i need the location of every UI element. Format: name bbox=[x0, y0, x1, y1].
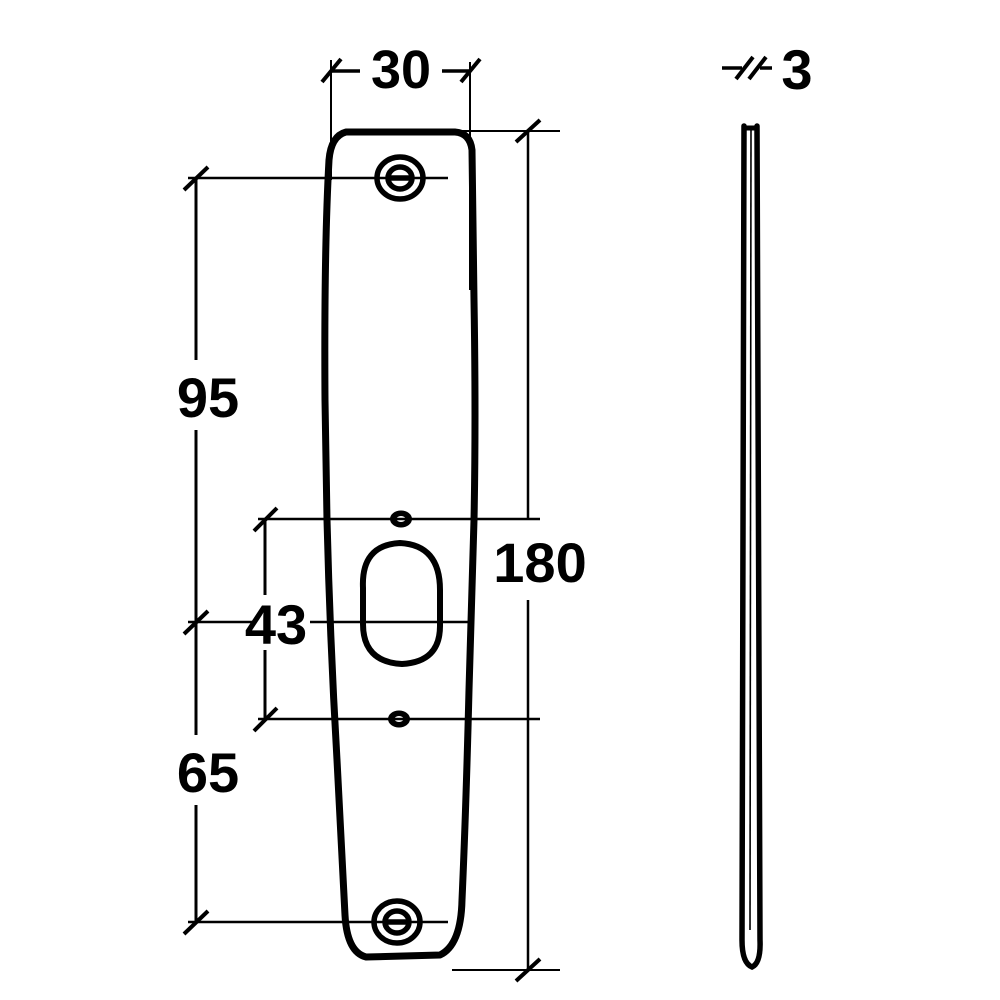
side-view: 3 bbox=[722, 38, 813, 970]
keyhole-cutout bbox=[359, 539, 443, 668]
side-profile-outline bbox=[739, 123, 763, 970]
dimension-thickness-3: 3 bbox=[722, 38, 813, 101]
dimension-keyhole-43: 43 bbox=[245, 506, 540, 733]
dimension-label-180: 180 bbox=[493, 531, 586, 594]
dimension-label-43: 43 bbox=[245, 593, 307, 656]
dimension-lower-65: 65 bbox=[177, 622, 448, 936]
dimension-label-3: 3 bbox=[781, 38, 812, 101]
dimension-label-65: 65 bbox=[177, 741, 239, 804]
dimension-label-95: 95 bbox=[177, 366, 239, 429]
side-profile-gap-line bbox=[749, 129, 752, 931]
dimension-upper-95: 95 bbox=[177, 165, 448, 636]
front-view: 30 180 bbox=[177, 40, 587, 983]
dimension-width-30: 30 bbox=[320, 40, 482, 290]
plate-outline bbox=[321, 128, 479, 961]
dimension-label-30: 30 bbox=[371, 40, 431, 100]
dimension-total-180: 180 bbox=[452, 118, 587, 983]
